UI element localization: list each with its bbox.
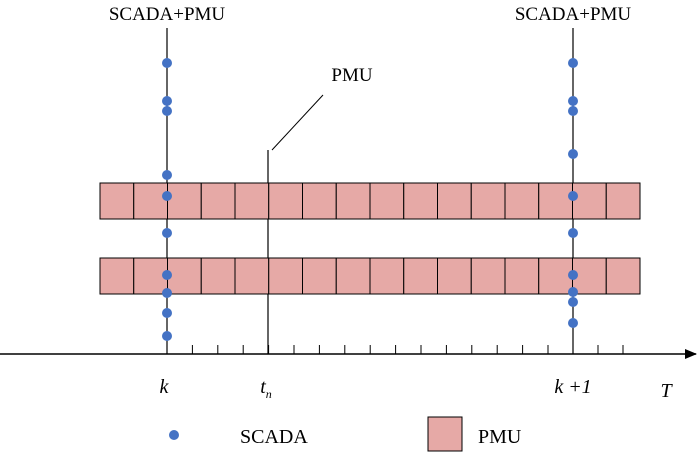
scada-point — [162, 288, 172, 298]
tick-label-k1: k +1 — [554, 376, 591, 398]
pmu-cell — [335, 257, 371, 295]
scada-point — [568, 106, 578, 116]
top-left-label: SCADA+PMU — [109, 4, 226, 25]
pmu-cell — [538, 182, 573, 220]
pmu-cell — [268, 257, 303, 295]
pmu-cell — [302, 257, 337, 295]
scada-point — [568, 318, 578, 328]
scada-points-left — [162, 58, 172, 341]
legend-pmu-label: PMU — [478, 426, 522, 448]
scada-point — [162, 96, 172, 106]
scada-point — [568, 297, 578, 307]
pmu-cell — [167, 182, 202, 220]
legend: SCADA PMU — [169, 416, 522, 452]
pmu-cell — [470, 257, 506, 295]
scada-point — [162, 308, 172, 318]
scada-point — [162, 331, 172, 341]
pmu-cell — [605, 257, 641, 295]
pmu-row-2 — [99, 257, 641, 295]
legend-scada-label: SCADA — [240, 426, 308, 448]
pmu-cell — [437, 182, 472, 220]
pmu-row-1 — [99, 182, 641, 220]
axis-ticks — [166, 345, 624, 354]
scada-point — [568, 270, 578, 280]
pmu-cell — [133, 257, 168, 295]
pmu-cell — [133, 182, 168, 220]
pmu-cell — [369, 257, 405, 295]
tick-label-tn-main: t — [260, 376, 266, 398]
pmu-cell — [234, 182, 270, 220]
scada-point — [568, 228, 578, 238]
legend-pmu-swatch — [427, 416, 463, 452]
pmu-callout-leader — [271, 94, 324, 151]
pmu-cell — [572, 182, 607, 220]
pmu-cell — [167, 257, 202, 295]
top-right-label: SCADA+PMU — [515, 4, 632, 25]
scada-point — [568, 58, 578, 68]
scada-point — [162, 170, 172, 180]
legend-scada-dot — [169, 430, 179, 440]
scada-point — [568, 96, 578, 106]
pmu-cell — [470, 182, 506, 220]
pmu-cell — [504, 257, 540, 295]
pmu-cell — [538, 257, 573, 295]
pmu-cell — [504, 182, 540, 220]
pmu-cell — [268, 182, 303, 220]
pmu-cell — [572, 257, 607, 295]
pmu-cell — [99, 257, 135, 295]
pmu-cell — [200, 257, 236, 295]
scada-point — [162, 106, 172, 116]
pmu-cell — [200, 182, 236, 220]
scada-points-right — [568, 58, 578, 328]
pmu-cell — [99, 182, 135, 220]
tick-label-tn-sub: n — [266, 387, 272, 401]
axis-label-t: T — [660, 380, 673, 402]
scada-point — [568, 191, 578, 201]
scada-point — [162, 228, 172, 238]
scada-point — [568, 287, 578, 297]
scada-point — [568, 149, 578, 159]
pmu-cell — [437, 257, 472, 295]
pmu-callout-label: PMU — [331, 65, 372, 86]
pmu-cell — [403, 182, 438, 220]
scada-point — [162, 191, 172, 201]
scada-point — [162, 270, 172, 280]
pmu-cell — [605, 182, 641, 220]
pmu-cell — [369, 182, 405, 220]
tick-label-tn: tn — [260, 376, 272, 401]
pmu-cell — [234, 257, 270, 295]
scada-point — [162, 58, 172, 68]
tick-label-k: k — [160, 376, 170, 398]
pmu-cell — [403, 257, 438, 295]
pmu-cell — [335, 182, 371, 220]
pmu-cell — [302, 182, 337, 220]
